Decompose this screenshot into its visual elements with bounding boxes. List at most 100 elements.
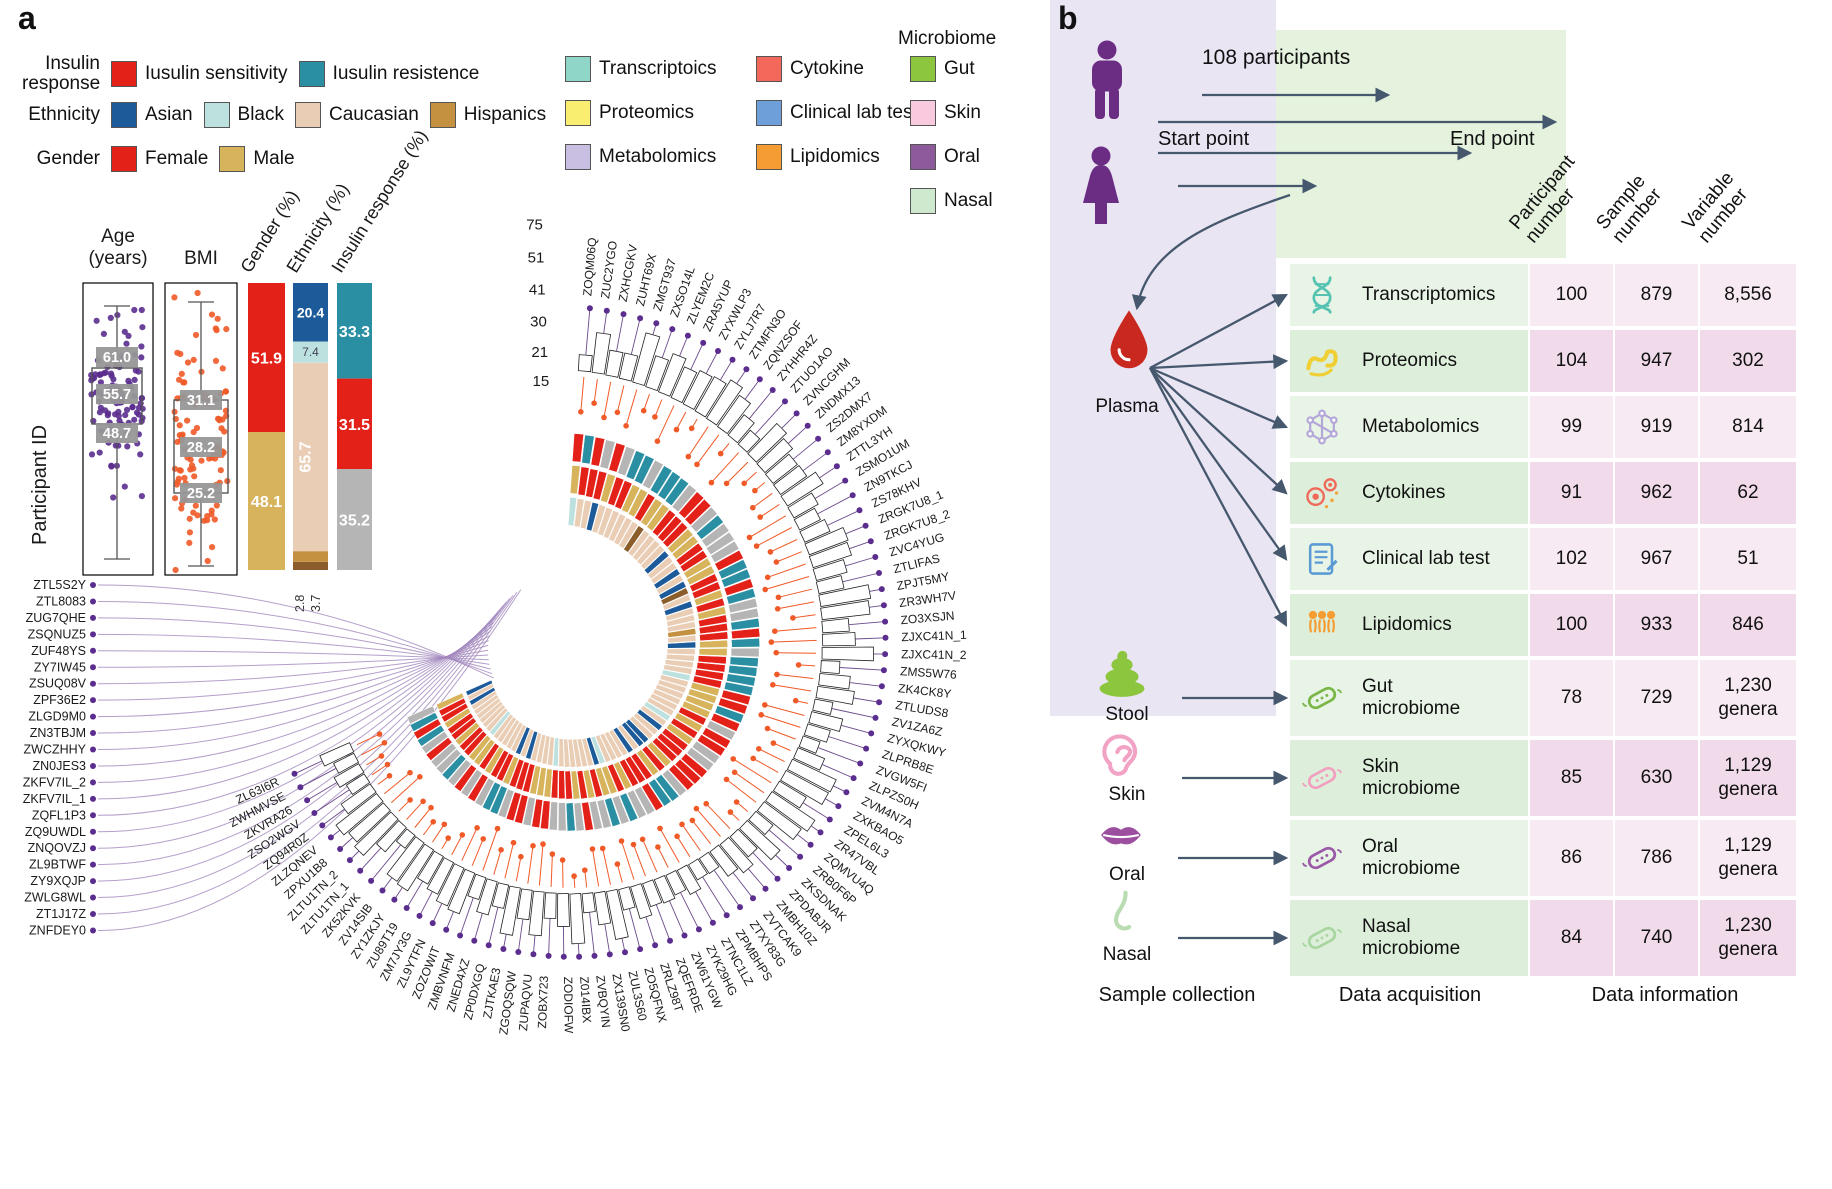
bmi-dot <box>213 502 220 509</box>
ethnicity-ring-segment <box>608 513 627 542</box>
participant-dot <box>622 949 628 956</box>
participant-dot <box>90 713 96 720</box>
value-bar <box>756 438 794 474</box>
ethnicity-ring-segment <box>667 634 697 644</box>
bmi-dot-ring <box>770 740 777 746</box>
bmi-dot-ring <box>459 832 466 838</box>
bmi-dot <box>193 424 201 432</box>
column-header: Variable number <box>1678 167 1753 248</box>
acquisition-label: Skin microbiome <box>1362 756 1461 799</box>
ethnicity-ring-segment <box>660 587 689 606</box>
age-stick <box>819 465 838 479</box>
ethnicity-ring-segment <box>525 730 539 760</box>
gender-ring-segment <box>570 770 581 800</box>
ethnicity-ring-segment <box>536 734 547 764</box>
age-stick <box>827 509 860 526</box>
variable-number-cell: 302 <box>1700 330 1796 392</box>
participant-dot <box>403 905 410 911</box>
bmi-dot-ring <box>430 819 437 825</box>
bmi-dot-ring <box>757 514 763 520</box>
ethnicity-ring-segment <box>595 734 612 763</box>
participant-dot <box>637 946 644 953</box>
participant-dot <box>416 912 423 919</box>
ethnicity-ring-segment <box>652 688 681 706</box>
participant-link-line <box>97 598 511 882</box>
participant-dot <box>90 598 96 605</box>
insulin-ring-segment <box>626 789 647 819</box>
legend-microbiome-label: Nasal <box>944 190 993 211</box>
participant-dot <box>586 305 593 312</box>
ethnicity-ring-segment <box>625 718 649 744</box>
participant-link-line <box>97 644 489 701</box>
age-dot <box>139 324 146 331</box>
age-stick <box>817 747 861 764</box>
value-bar <box>476 878 498 916</box>
bmi-stick <box>550 854 553 887</box>
insulin-ring-segment <box>430 742 457 768</box>
age-stick <box>473 913 483 941</box>
bmi-stick <box>538 844 544 886</box>
ethnicity-ring-segment <box>591 504 607 534</box>
insulin-ring-segment <box>549 801 558 831</box>
transcriptomics-icon <box>1302 275 1342 315</box>
insulin-ring-segment <box>680 753 708 778</box>
participant-link-line <box>97 584 494 679</box>
male-icon <box>1084 40 1130 126</box>
bmi-stick <box>482 828 498 871</box>
bmi-dot-ring <box>723 480 730 487</box>
age-stick <box>406 880 424 909</box>
participant-dot <box>867 538 874 545</box>
bmi-dot-ring <box>703 800 709 807</box>
value-bar <box>812 698 834 715</box>
bmi-dot-ring <box>775 594 782 601</box>
insulin-ring-segment <box>691 740 721 764</box>
panel-a-label: a <box>18 0 36 36</box>
gender-ring-segment <box>641 745 666 772</box>
age-stick <box>732 872 754 899</box>
ethnicity-ring-segment <box>552 737 559 767</box>
insulin-ring-segment <box>590 436 606 467</box>
ethnicity-ring-segment <box>604 731 623 759</box>
gender-ring-segment <box>522 763 536 793</box>
bmi-stick <box>792 614 816 619</box>
ethnicity-ring-segment <box>599 732 618 761</box>
bmi-dot-ring <box>480 836 487 842</box>
participant-dot <box>379 887 386 894</box>
gender-ring-segment <box>671 535 699 560</box>
legend-ethnicity-item: Asian <box>111 102 193 128</box>
participant-number-cell: 104 <box>1530 330 1613 392</box>
insulin-ring-segment <box>684 498 712 526</box>
value-bar <box>426 857 455 895</box>
insulin-ring-segment <box>540 800 551 830</box>
sample-number-cell: 729 <box>1615 660 1698 736</box>
insulin-ring-segment <box>642 459 664 490</box>
gender-ring-segment <box>459 726 484 751</box>
insulin-ring-segment <box>714 549 744 572</box>
age-stick <box>532 935 536 955</box>
participant-dot <box>90 894 96 901</box>
bmi-stick <box>432 824 445 843</box>
insulin-ring-segment <box>721 689 751 706</box>
value-bar <box>709 844 739 877</box>
acquisition-cell: Oral microbiome <box>1290 820 1528 896</box>
legend-omics-swatch <box>756 100 782 126</box>
gender-ring-segment <box>636 749 660 776</box>
value-bar <box>396 843 435 892</box>
participant-dot <box>737 904 743 911</box>
participants-count: 108 participants <box>1202 46 1351 69</box>
ethnicity-ring-segment <box>636 539 661 566</box>
value-bar <box>335 792 384 836</box>
bmi-dot-ring <box>623 423 629 429</box>
variable-number-cell: 1,129 genera <box>1700 820 1796 896</box>
age-dot <box>121 483 128 490</box>
age-stick <box>294 760 323 775</box>
radial-tick: 51 <box>528 249 545 266</box>
ethnicity-ring-segment <box>656 574 684 595</box>
participant-dot <box>337 846 344 852</box>
participant-id-label: ZKFV7IL_2 <box>23 775 86 789</box>
participant-link-line <box>97 649 489 685</box>
variable-number-cell: 1,129 genera <box>1700 740 1796 816</box>
participant-link-line <box>97 626 493 767</box>
plasma-label: Plasma <box>1095 396 1159 417</box>
